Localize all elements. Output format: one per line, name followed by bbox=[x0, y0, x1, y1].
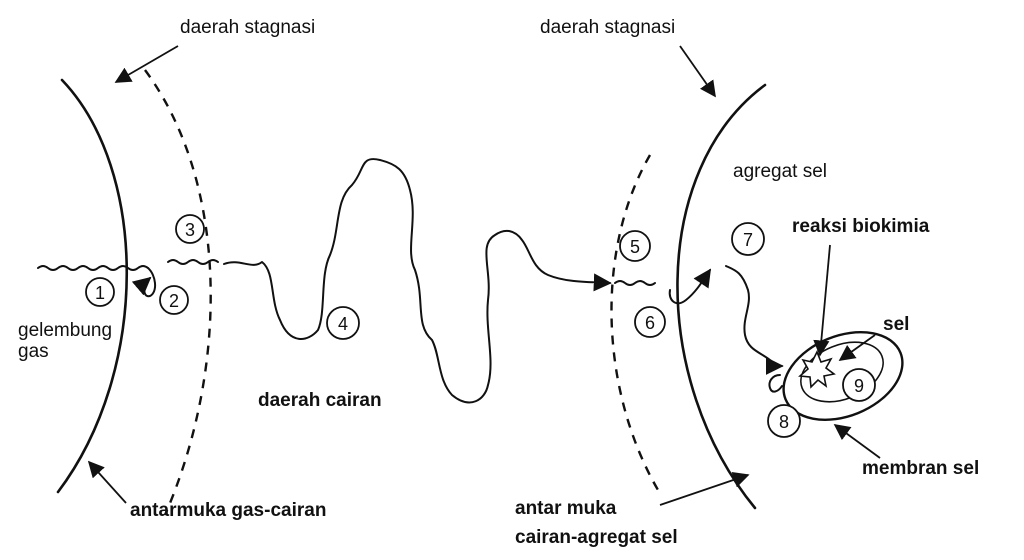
label-liquid-region: daerah cairan bbox=[258, 390, 382, 411]
svg-text:1: 1 bbox=[95, 283, 105, 303]
step-marker-1: 1 bbox=[86, 278, 114, 306]
wavy-path-gas bbox=[38, 266, 148, 270]
step-marker-3: 3 bbox=[176, 215, 204, 243]
step-marker-2: 2 bbox=[160, 286, 188, 314]
label-gas-liquid-interface: antarmuka gas-cairan bbox=[130, 500, 326, 521]
step-marker-9: 9 bbox=[843, 369, 875, 401]
intra-aggregate-path bbox=[726, 266, 782, 366]
svg-text:5: 5 bbox=[630, 237, 640, 257]
svg-text:3: 3 bbox=[185, 220, 195, 240]
gas-liquid-interface-pointer bbox=[89, 462, 126, 503]
step-marker-6: 6 bbox=[635, 307, 665, 337]
label-cell-aggregate: agregat sel bbox=[733, 161, 827, 182]
svg-text:9: 9 bbox=[854, 376, 864, 396]
membrane-pointer bbox=[835, 425, 880, 458]
wavy-path-aggregate-film bbox=[615, 281, 655, 285]
svg-text:7: 7 bbox=[743, 230, 753, 250]
label-cell-membrane: membran sel bbox=[862, 458, 979, 479]
svg-text:2: 2 bbox=[169, 291, 179, 311]
wavy-path-liquid-bulk bbox=[224, 159, 610, 402]
svg-text:4: 4 bbox=[338, 314, 348, 334]
label-stagnation-right: daerah stagnasi bbox=[540, 17, 675, 38]
label-cell: sel bbox=[883, 314, 909, 335]
stagnation-left-pointer bbox=[116, 46, 178, 82]
transfer-hook-path bbox=[144, 268, 155, 296]
interface-transfer-path bbox=[670, 270, 710, 303]
step-marker-5: 5 bbox=[620, 231, 650, 261]
label-stagnation-left: daerah stagnasi bbox=[180, 17, 315, 38]
step-marker-7: 7 bbox=[732, 223, 764, 255]
step-marker-4: 4 bbox=[327, 307, 359, 339]
svg-text:8: 8 bbox=[779, 412, 789, 432]
label-bubble-line1: gelembung bbox=[18, 320, 112, 341]
label-aggregate-interface-line1: antar muka bbox=[515, 498, 617, 519]
aggregate-interface-pointer bbox=[660, 475, 748, 505]
cell-pointer bbox=[840, 335, 875, 360]
svg-text:6: 6 bbox=[645, 313, 655, 333]
membrane-transfer-path bbox=[769, 375, 782, 392]
stagnation-right-pointer bbox=[680, 46, 715, 96]
label-aggregate-interface-line2: cairan-agregat sel bbox=[515, 527, 678, 548]
label-bubble-line2: gas bbox=[18, 341, 49, 362]
label-biochemical-reaction: reaksi biokimia bbox=[792, 216, 930, 237]
step-marker-8: 8 bbox=[768, 405, 800, 437]
